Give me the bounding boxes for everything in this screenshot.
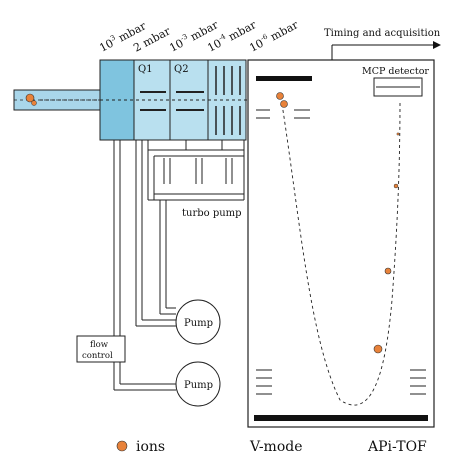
mcp-label: MCP detector (362, 66, 429, 77)
q1-label: Q1 (138, 64, 153, 75)
lower-pump-label: Pump (184, 380, 213, 391)
ion-trajectory-large (373, 344, 383, 354)
api-tof-label: APi-TOF (367, 439, 427, 455)
v-mode-label: V-mode (249, 439, 303, 455)
flow-label: flow (90, 340, 109, 350)
turbo-pump-label: turbo pump (182, 208, 242, 219)
ion-inlet-small (31, 100, 37, 106)
ion-trajectory-medium (384, 267, 392, 275)
mcp-detector (373, 77, 423, 97)
pressure-label-5: 10-6mbar (247, 17, 301, 55)
ion-trajectory-small (393, 183, 399, 189)
q2-label: Q2 (174, 64, 189, 75)
upper-pump-label: Pump (184, 318, 213, 329)
upper-pump (175, 299, 221, 345)
tof-chamber (247, 59, 435, 428)
lower-pump (175, 361, 221, 407)
vacuum-lines (113, 140, 245, 391)
ion-tof-2 (280, 100, 288, 108)
reflectron-back-plate (254, 415, 428, 421)
ion-trajectory-tiny (396, 132, 400, 136)
control-label: control (82, 351, 113, 361)
flow-control-box (76, 335, 126, 363)
timing-label: Timing and acquisition (324, 28, 441, 39)
first-chamber (99, 59, 135, 141)
ions-legend-label: ions (136, 439, 165, 455)
ion-markers (25, 92, 400, 354)
pusher-plate (256, 76, 312, 81)
ion-inlet (25, 93, 35, 103)
ion-legend-marker (116, 440, 128, 452)
v-mode-trajectory (281, 99, 401, 406)
ion-tof-1 (276, 92, 284, 100)
